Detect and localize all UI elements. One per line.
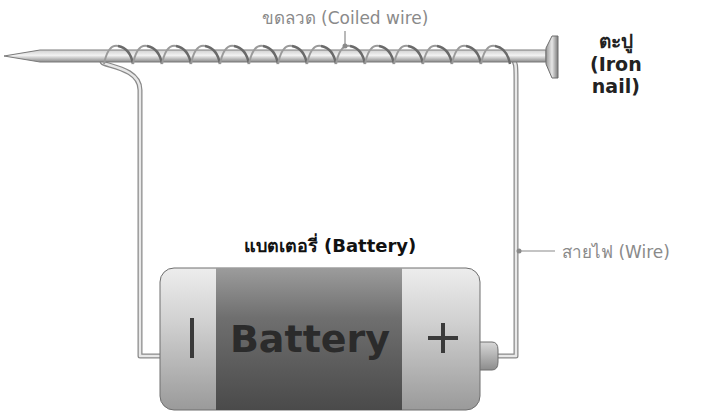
wire bbox=[102, 60, 160, 356]
coil-turn bbox=[350, 46, 365, 64]
leader-line bbox=[344, 30, 345, 44]
coil-turn-back bbox=[394, 46, 408, 64]
wire bbox=[496, 58, 516, 356]
coil-turn-back bbox=[481, 46, 495, 64]
coil-turn bbox=[205, 46, 220, 64]
coil-turn-back bbox=[191, 46, 205, 64]
battery-heading: แบตเตอรี่ (Battery) bbox=[244, 231, 417, 260]
coil-turn bbox=[234, 46, 249, 64]
coil-turn bbox=[263, 46, 278, 64]
coil-turn-back bbox=[249, 46, 263, 64]
nail-head bbox=[546, 36, 558, 78]
coil-label: ขดลวด (Coiled wire) bbox=[260, 4, 431, 31]
coil-turn bbox=[408, 46, 423, 64]
nail-label: ตะปู (Iron nail) bbox=[588, 30, 644, 98]
coil-turn-back bbox=[365, 46, 379, 64]
coil-turn-back bbox=[307, 46, 321, 64]
coil-turn bbox=[437, 46, 452, 64]
coil-turn-back bbox=[220, 46, 234, 64]
coil-turn-back bbox=[452, 46, 466, 64]
wire-label: สายไฟ (Wire) bbox=[560, 238, 672, 265]
battery-text: Battery bbox=[230, 317, 390, 361]
coil-turn bbox=[292, 46, 307, 64]
wire-highlight bbox=[102, 60, 160, 356]
coil-turn-back bbox=[423, 46, 437, 64]
minus-symbol bbox=[190, 318, 194, 358]
battery-body bbox=[216, 268, 402, 410]
leader-dot bbox=[517, 249, 522, 254]
coil-turn-back bbox=[278, 46, 292, 64]
coil-turn bbox=[466, 46, 481, 64]
battery-case bbox=[160, 268, 480, 410]
wire-highlight bbox=[496, 58, 516, 356]
coil-turn bbox=[321, 46, 336, 64]
plus-symbol bbox=[441, 323, 445, 353]
coil-windings bbox=[104, 46, 510, 64]
battery: แบตเตอรี่ (Battery) Battery bbox=[160, 228, 480, 410]
leader-dot bbox=[343, 44, 348, 49]
coil-turn-back bbox=[162, 46, 176, 64]
coil-turn-back bbox=[133, 46, 147, 64]
coil-turn bbox=[379, 46, 394, 64]
coil-turn-back bbox=[104, 46, 118, 64]
coil-turn bbox=[176, 46, 191, 64]
coil-turn-back bbox=[336, 46, 350, 64]
coil-turn bbox=[495, 46, 510, 64]
coil-turn bbox=[147, 46, 162, 64]
leader-line bbox=[519, 250, 555, 251]
coil-turn bbox=[118, 46, 133, 64]
